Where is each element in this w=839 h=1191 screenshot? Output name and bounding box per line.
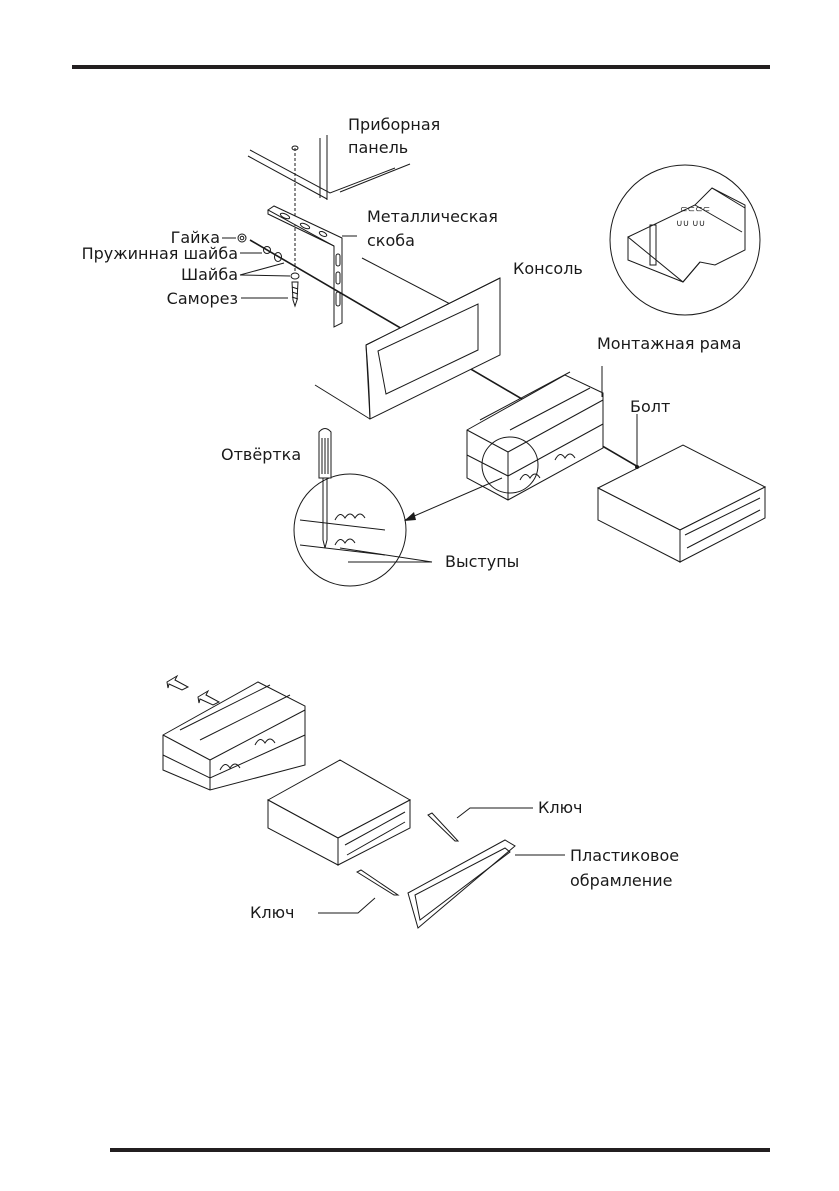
- label-washer: Шайба: [181, 265, 238, 284]
- metal-bracket-drawing: [268, 206, 342, 327]
- label-plastic-trim-line1: Пластиковое: [570, 846, 680, 865]
- key-bottom-drawing: [357, 870, 398, 895]
- mounting-frame-removal-drawing: [163, 682, 305, 790]
- footer-rule: [110, 1148, 770, 1152]
- label-metal-bracket-line1: Металлическая: [367, 207, 498, 226]
- detail-arrow-line: [405, 478, 502, 520]
- head-unit-removal-drawing: [268, 760, 410, 865]
- mounting-frame-drawing: [467, 372, 603, 500]
- detail-arrow-head: [404, 512, 416, 521]
- svg-text:⊂⊂⊂⊂: ⊂⊂⊂⊂: [680, 205, 710, 215]
- label-instrument-panel-line1: Приборная: [348, 115, 441, 134]
- label-key-top: Ключ: [538, 798, 583, 817]
- instrument-panel-drawing: [248, 135, 395, 200]
- plastic-trim-drawing: [408, 840, 515, 928]
- label-self-tapping-screw: Саморез: [166, 289, 238, 308]
- label-spring-washer: Пружинная шайба: [81, 244, 238, 263]
- svg-text:∪∪ ∪∪: ∪∪ ∪∪: [676, 219, 705, 229]
- key-top-leader: [457, 808, 533, 818]
- header-rule: [72, 65, 770, 69]
- label-tabs: Выступы: [445, 552, 520, 571]
- key-bottom-leader: [318, 898, 375, 913]
- label-bolt: Болт: [630, 397, 671, 416]
- screwdriver-detail-drawing: [294, 429, 406, 587]
- label-screwdriver: Отвёртка: [221, 445, 302, 464]
- removal-arrows: [167, 676, 219, 705]
- head-unit-drawing: [598, 445, 765, 562]
- label-instrument-panel-line2: панель: [348, 138, 409, 157]
- console-drawing: [315, 258, 500, 419]
- label-plastic-trim-line2: обрамление: [570, 871, 673, 890]
- label-metal-bracket-line2: скоба: [367, 231, 415, 250]
- label-nut: Гайка: [170, 228, 220, 247]
- key-top-drawing: [428, 813, 458, 841]
- label-key-bottom: Ключ: [250, 903, 295, 922]
- bracket-detail-inset: ⊂⊂⊂⊂ ∪∪ ∪∪: [610, 165, 760, 315]
- label-mounting-frame: Монтажная рама: [597, 334, 742, 353]
- screw-hole: [292, 146, 298, 150]
- label-console: Консоль: [513, 259, 583, 278]
- hardware-drawing: [238, 234, 299, 306]
